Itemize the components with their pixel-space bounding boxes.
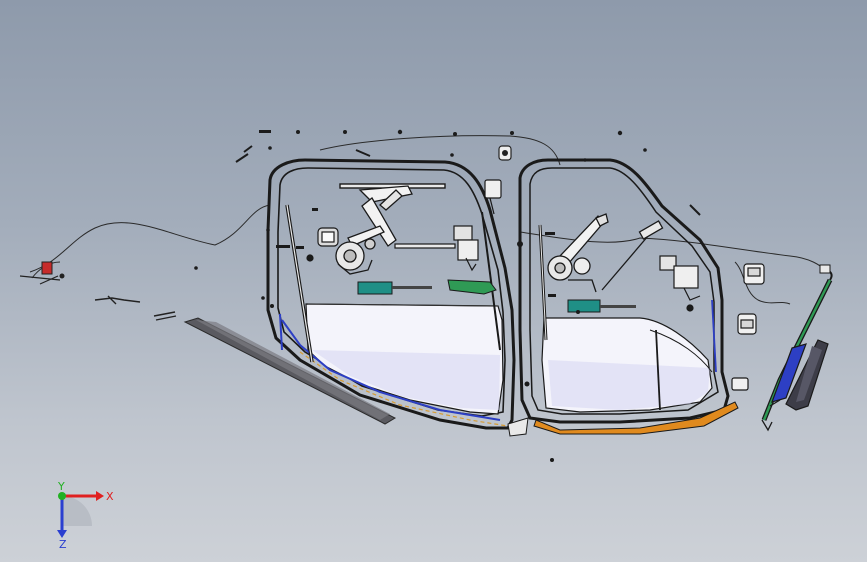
front-door-lower-seal: [279, 313, 521, 429]
front-regulator-rail: [339, 183, 456, 249]
front-inner-handle: [357, 281, 432, 295]
sill-seal-strip: [183, 317, 397, 425]
z-axis-label: Z: [59, 538, 67, 551]
blue-trim-panel: [771, 343, 807, 403]
x-axis-label: X: [106, 490, 114, 503]
rear-door-glass: [541, 317, 713, 413]
front-door-glass: [305, 303, 504, 415]
rear-inner-handle: [567, 299, 636, 313]
y-axis-label: Y: [57, 480, 65, 493]
rear-door-frame: [518, 158, 730, 424]
front-door-latch: [453, 179, 502, 272]
hinge-bracket-top: [498, 145, 512, 161]
rear-glass-run-channel: [538, 224, 717, 411]
y-axis-dot: [58, 492, 66, 500]
rear-fasteners: [524, 232, 580, 462]
front-glass-run-channel: [285, 204, 501, 363]
front-window-motor: [306, 227, 339, 262]
rear-door-lower-trim: [533, 401, 739, 435]
front-fasteners: [270, 208, 318, 308]
rear-door-latch: [659, 255, 701, 312]
screw-left: [235, 145, 701, 216]
hinge-block-right-2: [737, 313, 757, 335]
hinge-block-right-1: [743, 263, 765, 285]
center-pillar-bracket: [507, 241, 529, 437]
clip-bottom-right: [761, 399, 781, 432]
red-connector: [19, 261, 65, 285]
fastener-row: [194, 129, 647, 300]
coordinate-triad: X Y Z: [57, 480, 114, 551]
rear-window-regulator: [547, 213, 664, 293]
small-clip-left: [94, 295, 177, 321]
hinge-block-right-3: [731, 377, 749, 391]
front-window-regulator: [335, 185, 413, 275]
dark-panel: [785, 339, 829, 411]
front-outer-handle: [447, 279, 497, 295]
